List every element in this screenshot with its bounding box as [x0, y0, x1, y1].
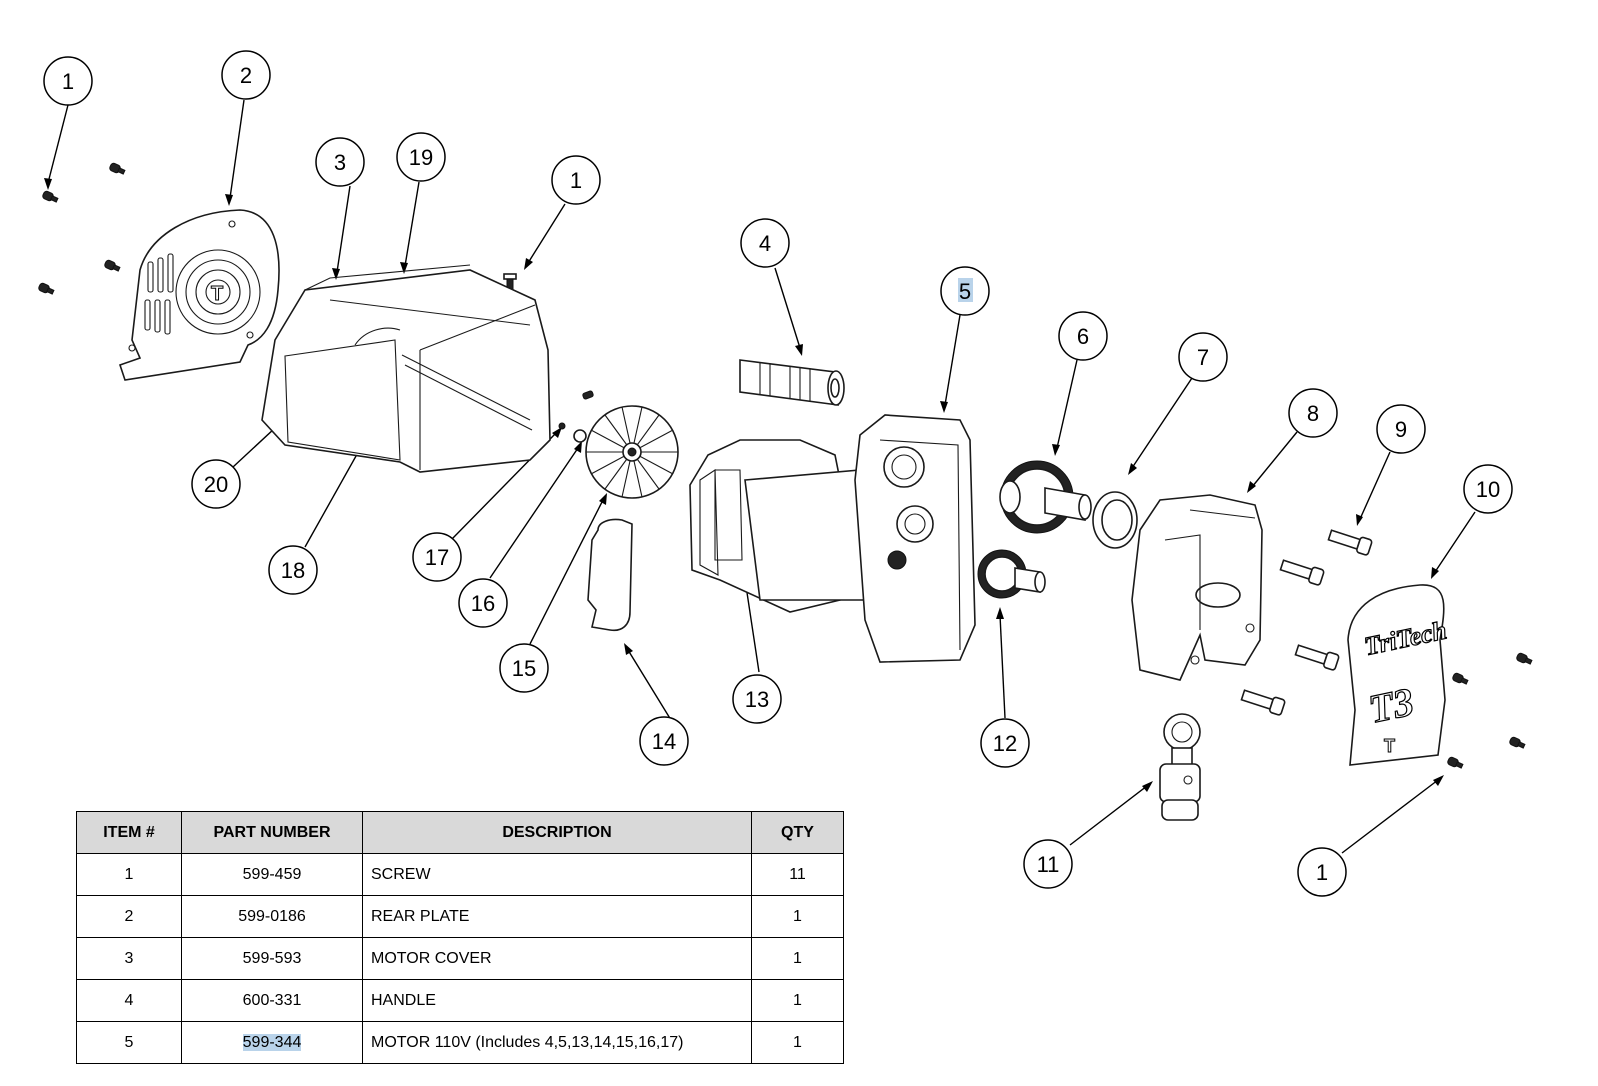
cell-item: 2 — [76, 895, 182, 938]
svg-text:T: T — [1384, 736, 1395, 756]
highlighted-part-number: 599-344 — [242, 1033, 302, 1051]
front-plate: TriTech T3 T — [1347, 584, 1450, 766]
svg-text:20: 20 — [204, 472, 228, 497]
table-row: 1 599-459 SCREW 11 — [76, 853, 844, 896]
callout: 1 — [1297, 847, 1347, 897]
cell-description: SCREW — [362, 853, 752, 896]
callout: 1 — [43, 56, 93, 106]
fan-assembly — [558, 405, 679, 499]
cell-quantity: 1 — [751, 979, 844, 1022]
table-row: 3 599-593 MOTOR COVER 1 — [76, 937, 844, 980]
svg-text:12: 12 — [993, 731, 1017, 756]
bolt-group — [1240, 529, 1373, 716]
callout: 10 — [1463, 464, 1513, 514]
svg-text:T: T — [211, 283, 223, 305]
callout: 6 — [1058, 311, 1108, 361]
cell-part-number: 599-593 — [181, 937, 363, 980]
motor-housing — [689, 414, 976, 663]
gear-shaft — [999, 460, 1092, 534]
front-housing — [1131, 494, 1263, 681]
callout: 7 — [1178, 332, 1228, 382]
svg-text:2: 2 — [240, 63, 252, 88]
svg-text:4: 4 — [759, 231, 771, 256]
small-gear — [977, 549, 1046, 599]
svg-text:1: 1 — [570, 168, 582, 193]
cell-item: 5 — [76, 1021, 182, 1064]
callout: 15 — [499, 643, 549, 693]
table-row: 2 599-0186 REAR PLATE 1 — [76, 895, 844, 938]
callout: 19 — [396, 132, 446, 182]
cell-description: HANDLE — [362, 979, 752, 1022]
cell-item: 1 — [76, 853, 182, 896]
header-part-number: PART NUMBER — [181, 811, 363, 854]
callout-group: 1 2 3 19 1 4 5 6 7 8 9 10 20 18 17 16 15… — [43, 50, 1513, 897]
cell-quantity: 1 — [751, 937, 844, 980]
callout: 20 — [191, 459, 241, 509]
svg-text:9: 9 — [1395, 417, 1407, 442]
callout: 1 — [551, 155, 601, 205]
callout-highlighted: 5 — [940, 266, 990, 316]
svg-text:1: 1 — [1316, 860, 1328, 885]
callout: 3 — [315, 137, 365, 187]
svg-text:8: 8 — [1307, 401, 1319, 426]
svg-text:14: 14 — [652, 729, 676, 754]
cell-item: 4 — [76, 979, 182, 1022]
svg-text:5: 5 — [959, 279, 971, 304]
svg-text:19: 19 — [409, 145, 433, 170]
cell-part-number: 599-0186 — [181, 895, 363, 938]
header-item-number: ITEM # — [76, 811, 182, 854]
svg-text:18: 18 — [281, 558, 305, 583]
motor-cover — [261, 264, 551, 473]
svg-text:3: 3 — [334, 150, 346, 175]
svg-text:17: 17 — [425, 545, 449, 570]
callout: 14 — [639, 716, 689, 766]
gasket — [587, 518, 633, 632]
svg-text:10: 10 — [1476, 477, 1500, 502]
cell-description: MOTOR COVER — [362, 937, 752, 980]
cell-quantity: 11 — [751, 853, 844, 896]
svg-text:16: 16 — [471, 591, 495, 616]
svg-text:11: 11 — [1037, 852, 1060, 877]
svg-text:15: 15 — [512, 656, 536, 681]
svg-text:1: 1 — [62, 69, 74, 94]
front-plate-model: T3 — [1365, 679, 1418, 732]
table-header-row: ITEM # PART NUMBER DESCRIPTION QTY — [76, 811, 844, 854]
cell-quantity: 1 — [751, 1021, 844, 1064]
callout: 11 — [1023, 839, 1073, 889]
callout: 2 — [221, 50, 271, 100]
callout: 16 — [458, 578, 508, 628]
callout: 17 — [412, 532, 462, 582]
cell-part-number: 600-331 — [181, 979, 363, 1022]
table-row: 5 599-344 MOTOR 110V (Includes 4,5,13,14… — [76, 1021, 844, 1064]
header-quantity: QTY — [751, 811, 844, 854]
swivel — [1159, 713, 1201, 821]
washer — [1092, 491, 1138, 549]
bill-of-materials-table: ITEM # PART NUMBER DESCRIPTION QTY 1 599… — [76, 811, 844, 1064]
callout: 12 — [980, 718, 1030, 768]
header-description: DESCRIPTION — [362, 811, 752, 854]
cell-description: MOTOR 110V (Includes 4,5,13,14,15,16,17) — [362, 1021, 752, 1064]
cell-part-number: 599-344 — [181, 1021, 363, 1064]
callout: 18 — [268, 545, 318, 595]
callout: 8 — [1288, 388, 1338, 438]
svg-text:13: 13 — [745, 687, 769, 712]
callout: 4 — [740, 218, 790, 268]
cell-description: REAR PLATE — [362, 895, 752, 938]
cell-quantity: 1 — [751, 895, 844, 938]
cell-part-number: 599-459 — [181, 853, 363, 896]
svg-text:7: 7 — [1197, 345, 1209, 370]
callout: 13 — [732, 674, 782, 724]
table-row: 4 600-331 HANDLE 1 — [76, 979, 844, 1022]
svg-text:6: 6 — [1077, 324, 1089, 349]
handle — [739, 359, 845, 406]
rear-plate: T — [118, 209, 280, 381]
cell-item: 3 — [76, 937, 182, 980]
callout: 9 — [1376, 404, 1426, 454]
